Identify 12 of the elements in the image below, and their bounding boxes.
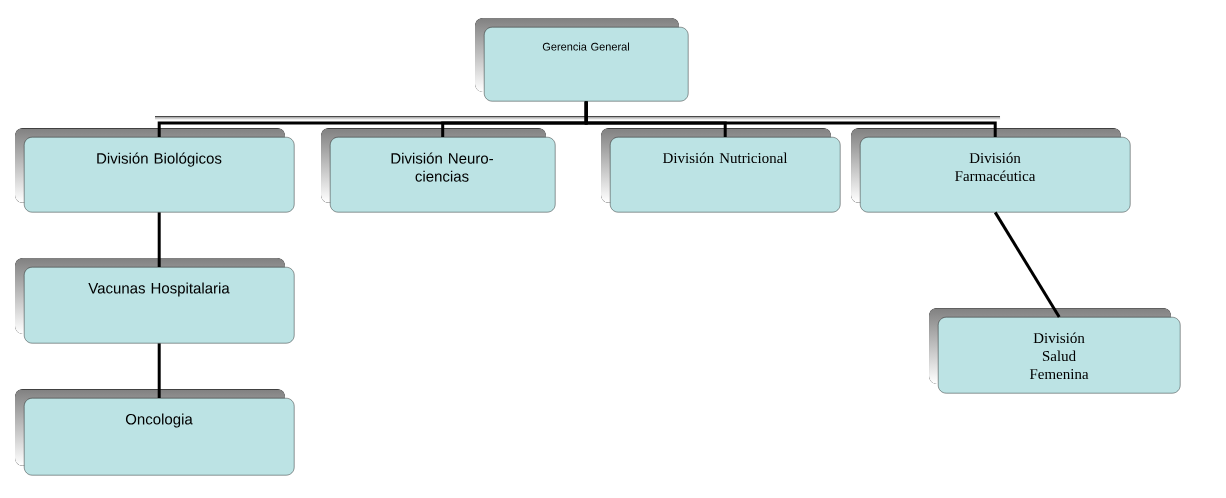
org-box: Vacunas Hospitalaria [24,267,295,344]
org-box: División Neuro- ciencias [330,137,556,213]
org-box: División Biológicos [24,137,295,213]
connector-line [993,211,1061,318]
org-box: División Nutricional [610,137,841,213]
org-box: Oncologia [24,398,295,476]
org-box: División Farmacéutica [860,137,1131,213]
org-box: Gerencia General [484,27,689,102]
connector-line [157,212,161,267]
org-box: División Salud Femenina [938,317,1181,394]
connector-line [157,343,161,398]
connector-line [584,101,997,137]
